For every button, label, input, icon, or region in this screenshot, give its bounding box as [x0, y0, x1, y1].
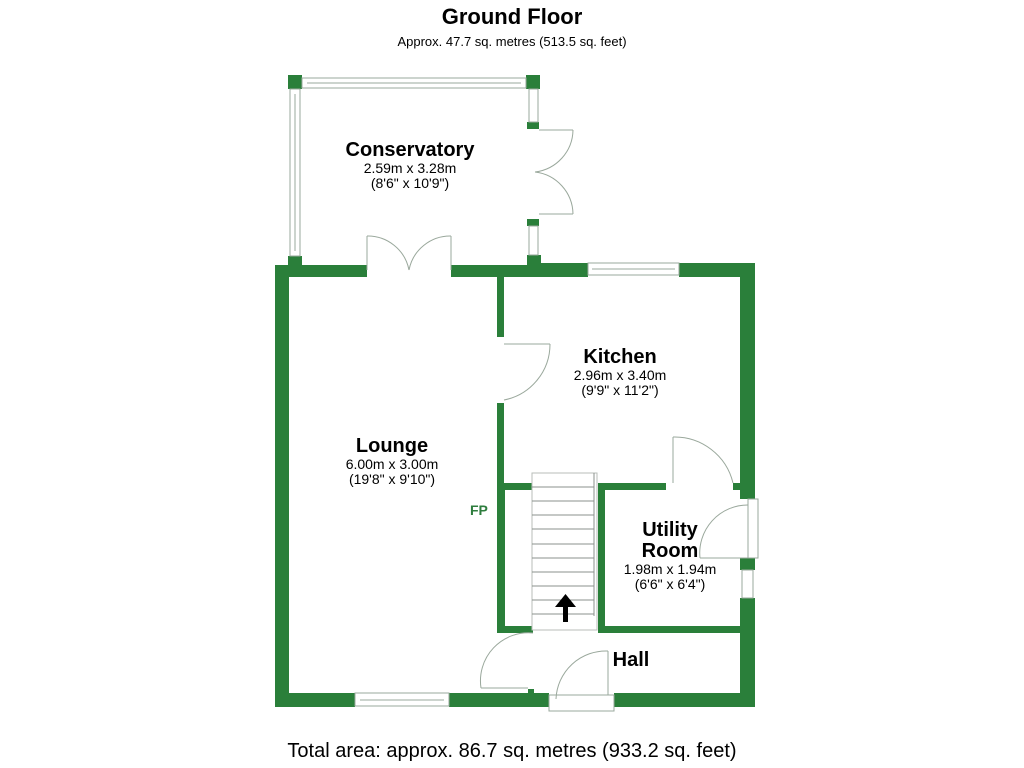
walls: [275, 75, 755, 707]
room-dim-metric: 2.59m x 3.28m: [363, 160, 457, 176]
room-conservatory: Conservatory 2.59m x 3.28m (8'6" x 10'9"…: [310, 140, 510, 190]
room-dim-imperial: (8'6" x 10'9"): [370, 174, 450, 191]
room-name-line1: Utility: [642, 519, 698, 541]
room-lounge: Lounge 6.00m x 3.00m (19'8" x 9'10"): [292, 436, 492, 486]
room-utility: Utility Room 1.98m x 1.94m (6'6" x 6'4"): [600, 520, 740, 591]
room-name: Conservatory: [345, 139, 475, 161]
room-name: Kitchen: [583, 346, 657, 368]
floor-title: Ground Floor: [441, 4, 583, 29]
room-dim-imperial: (9'9" x 11'2"): [581, 381, 659, 398]
room-dim-imperial: (6'6" x 6'4"): [634, 575, 706, 592]
room-dim-metric: 2.96m x 3.40m: [573, 367, 667, 383]
room-dim-metric: 6.00m x 3.00m: [345, 456, 439, 472]
floor-area-subtitle: Approx. 47.7 sq. metres (513.5 sq. feet): [397, 34, 627, 49]
staircase: [531, 472, 598, 631]
door-swings: [366, 129, 749, 700]
room-name-line2: Room: [641, 540, 699, 562]
room-hall: Hall: [606, 650, 656, 671]
room-kitchen: Kitchen 2.96m x 3.40m (9'9" x 11'2"): [520, 347, 720, 397]
room-dim-imperial: (19'8" x 9'10"): [348, 470, 436, 487]
stairs-up-arrow-icon: [555, 594, 576, 622]
room-name: Hall: [612, 649, 650, 671]
total-area: Total area: approx. 86.7 sq. metres (933…: [287, 740, 737, 762]
room-name: Lounge: [355, 435, 429, 457]
room-dim-metric: 1.98m x 1.94m: [623, 561, 717, 577]
windows: [289, 77, 759, 712]
fireplace-label: FP: [470, 502, 488, 518]
